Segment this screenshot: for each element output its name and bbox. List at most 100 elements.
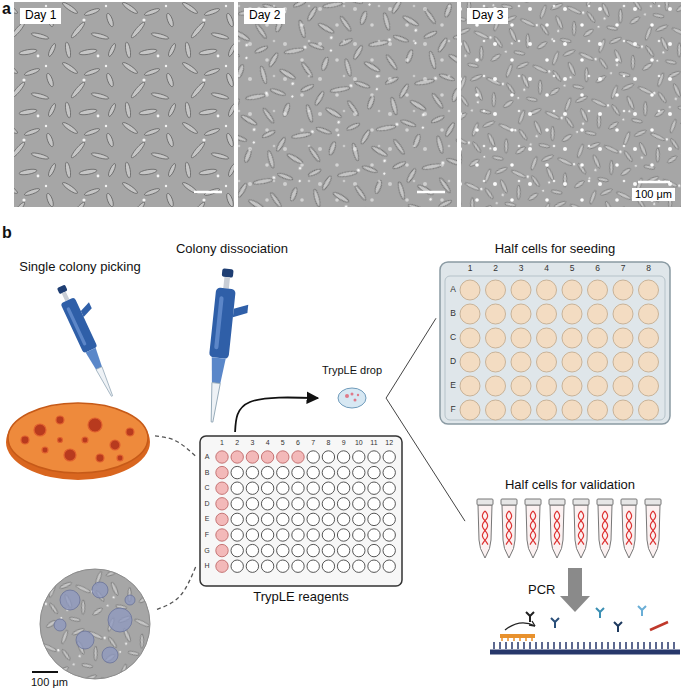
dna-template (529, 642, 531, 649)
row-letter: G (204, 547, 209, 555)
well (307, 498, 319, 510)
well (613, 376, 633, 396)
dna-template (596, 608, 604, 618)
dashed-leader (155, 436, 196, 457)
row-letter: B (205, 469, 210, 477)
dna-template (601, 642, 603, 649)
dna-template (565, 642, 567, 649)
tube (477, 499, 493, 505)
petri-dish: Single colony picking (5, 258, 155, 486)
tube (650, 511, 656, 545)
dna-template (541, 642, 543, 649)
column-number: 1 (220, 439, 224, 447)
well (486, 352, 506, 372)
scale-label: 100 μm (632, 188, 675, 201)
tube (506, 511, 512, 545)
well (277, 544, 289, 556)
well (588, 328, 608, 348)
well (562, 376, 582, 396)
well (383, 560, 395, 572)
colony (88, 418, 102, 432)
well (368, 451, 380, 463)
well (246, 544, 258, 556)
tube (597, 499, 613, 505)
row-letter: F (450, 405, 455, 415)
dna-template (513, 636, 515, 641)
tube (602, 511, 608, 545)
drop (354, 399, 357, 402)
colony (34, 424, 46, 436)
well (277, 466, 289, 478)
well (368, 498, 380, 510)
micrograph-panel: Day 2 (238, 2, 457, 207)
well (292, 544, 304, 556)
dna-template (517, 642, 519, 649)
well (368, 544, 380, 556)
well (368, 560, 380, 572)
reagent-drop: TrypLE drop (318, 364, 386, 412)
well (322, 482, 334, 494)
tube (645, 499, 661, 558)
split-line (386, 318, 436, 398)
colony (21, 436, 29, 444)
well (261, 529, 273, 541)
well (368, 513, 380, 525)
column-number: 8 (646, 264, 651, 274)
flow-arrow (235, 397, 318, 432)
well (460, 280, 480, 300)
scale-bar (417, 191, 445, 194)
colony (82, 437, 88, 443)
well (511, 280, 531, 300)
tube (650, 511, 656, 545)
micrograph (14, 2, 681, 207)
tube (477, 499, 493, 558)
well (231, 498, 243, 510)
well (307, 560, 319, 572)
well (486, 328, 506, 348)
split-line (386, 398, 465, 521)
dna-template (535, 642, 537, 649)
well (588, 352, 608, 372)
dna-template (547, 642, 549, 649)
well (216, 529, 228, 541)
row-letter: E (205, 515, 210, 523)
well (322, 560, 334, 572)
dna-template (613, 642, 615, 649)
well (383, 498, 395, 510)
dna-template (499, 642, 501, 649)
inset-micrograph (32, 566, 153, 682)
well (460, 328, 480, 348)
well (261, 451, 273, 463)
well (337, 466, 349, 478)
micrograph-panel: Day 1 (14, 2, 234, 207)
tube (477, 499, 661, 558)
tube (573, 499, 589, 505)
well (246, 513, 258, 525)
dna-template (614, 622, 622, 632)
dna-template (493, 642, 495, 649)
colony (110, 440, 120, 450)
colony (58, 438, 63, 443)
tube (530, 511, 536, 545)
tube (573, 499, 589, 558)
plate-body (440, 262, 670, 424)
well (368, 529, 380, 541)
well (216, 451, 228, 463)
row-letter: D (204, 500, 209, 508)
well (322, 498, 334, 510)
well (337, 482, 349, 494)
well (307, 482, 319, 494)
well (460, 400, 480, 420)
pcr-arrow (560, 568, 590, 612)
well (307, 466, 319, 478)
well (292, 529, 304, 541)
well (368, 466, 380, 478)
inset-micrograph (32, 671, 58, 673)
dna-template (655, 642, 657, 649)
well (613, 328, 633, 348)
tube (501, 499, 517, 505)
well (562, 400, 582, 420)
colony (76, 631, 94, 649)
well (511, 328, 531, 348)
